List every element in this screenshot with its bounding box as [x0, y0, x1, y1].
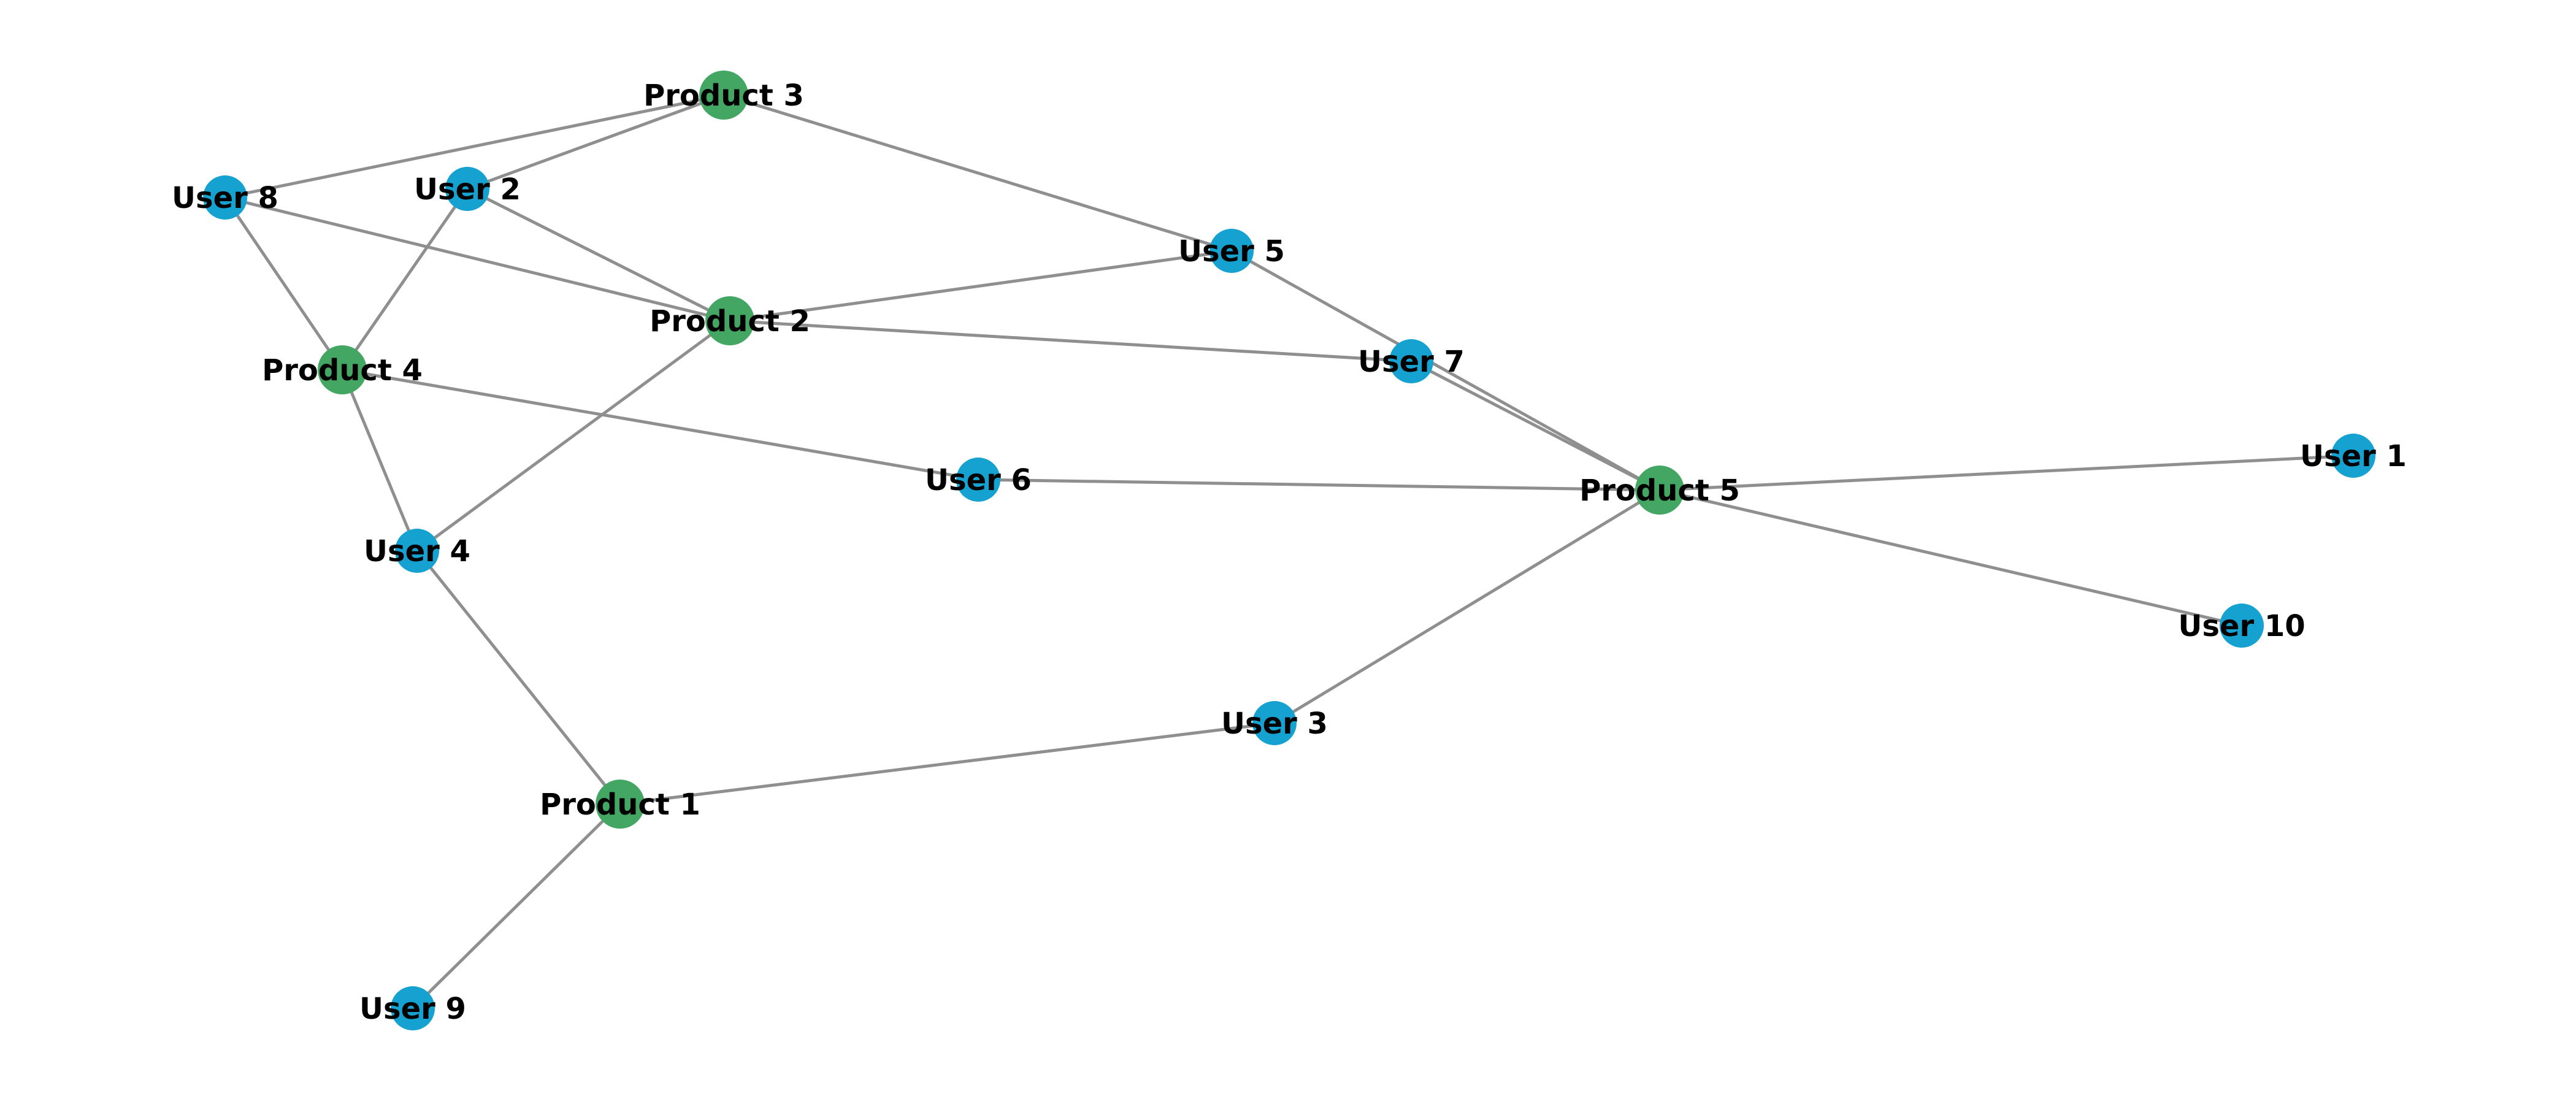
edge-user-6-product-4	[342, 368, 979, 481]
edge-user-1-product-5	[1659, 454, 2354, 492]
label-user-10: User 10	[2178, 609, 2305, 643]
label-user-5: User 5	[1178, 234, 1285, 269]
node-user-8	[203, 175, 247, 220]
node-user-3	[1252, 701, 1297, 745]
node-user-2	[445, 167, 489, 211]
edge-user-2-product-2	[466, 187, 731, 323]
node-product-3	[699, 71, 748, 120]
edge-user-5-product-2	[729, 249, 1232, 323]
edge-user-3-product-1	[619, 721, 1275, 806]
edge-user-3-product-5	[1273, 488, 1661, 725]
edge-user-4-product-2	[416, 319, 731, 553]
node-product-1	[596, 780, 645, 829]
edge-user-7-product-2	[729, 319, 1412, 363]
edge-user-7-product-5	[1410, 359, 1661, 492]
edge-user-4-product-4	[340, 369, 419, 551]
label-user-4: User 4	[364, 534, 470, 569]
label-user-7: User 7	[1358, 345, 1465, 379]
node-user-5	[1209, 229, 1254, 273]
label-user-8: User 8	[172, 181, 278, 215]
label-product-4: Product 4	[262, 353, 423, 388]
edge-user-2-product-3	[467, 93, 724, 191]
label-user-3: User 3	[1221, 707, 1328, 741]
label-product-2: Product 2	[650, 304, 810, 339]
node-product-5	[1635, 466, 1684, 515]
labels-layer: User 1 User 2 User 3 User 4 User 5 User 6 User…	[172, 79, 2407, 1026]
edge-user-9-product-1	[412, 803, 621, 1010]
node-user-7	[1389, 339, 1433, 383]
edge-user-6-product-5	[978, 478, 1660, 492]
node-user-4	[395, 529, 439, 573]
label-user-1: User 1	[2300, 439, 2407, 473]
node-product-4	[318, 345, 367, 394]
node-user-9	[391, 986, 435, 1030]
edge-user-10-product-5	[1659, 488, 2242, 627]
node-user-1	[2331, 434, 2375, 478]
edge-user-4-product-1	[416, 550, 621, 805]
edge-user-5-product-3	[723, 93, 1232, 253]
node-user-6	[956, 458, 1000, 502]
edge-user-2-product-4	[340, 188, 469, 371]
edges-layer	[223, 93, 2354, 1010]
node-product-2	[705, 296, 754, 345]
edge-user-8-product-2	[224, 196, 730, 323]
edge-user-8-product-3	[224, 93, 724, 199]
label-product-1: Product 1	[540, 788, 700, 822]
label-user-9: User 9	[359, 992, 466, 1026]
label-user-6: User 6	[925, 463, 1032, 497]
label-product-5: Product 5	[1579, 473, 1740, 508]
label-user-2: User 2	[414, 172, 521, 207]
label-product-3: Product 3	[643, 79, 804, 113]
edge-user-8-product-4	[223, 196, 344, 371]
nodes-layer	[203, 71, 2375, 1030]
node-user-10	[2220, 604, 2264, 648]
edge-user-5-product-5	[1230, 249, 1661, 492]
